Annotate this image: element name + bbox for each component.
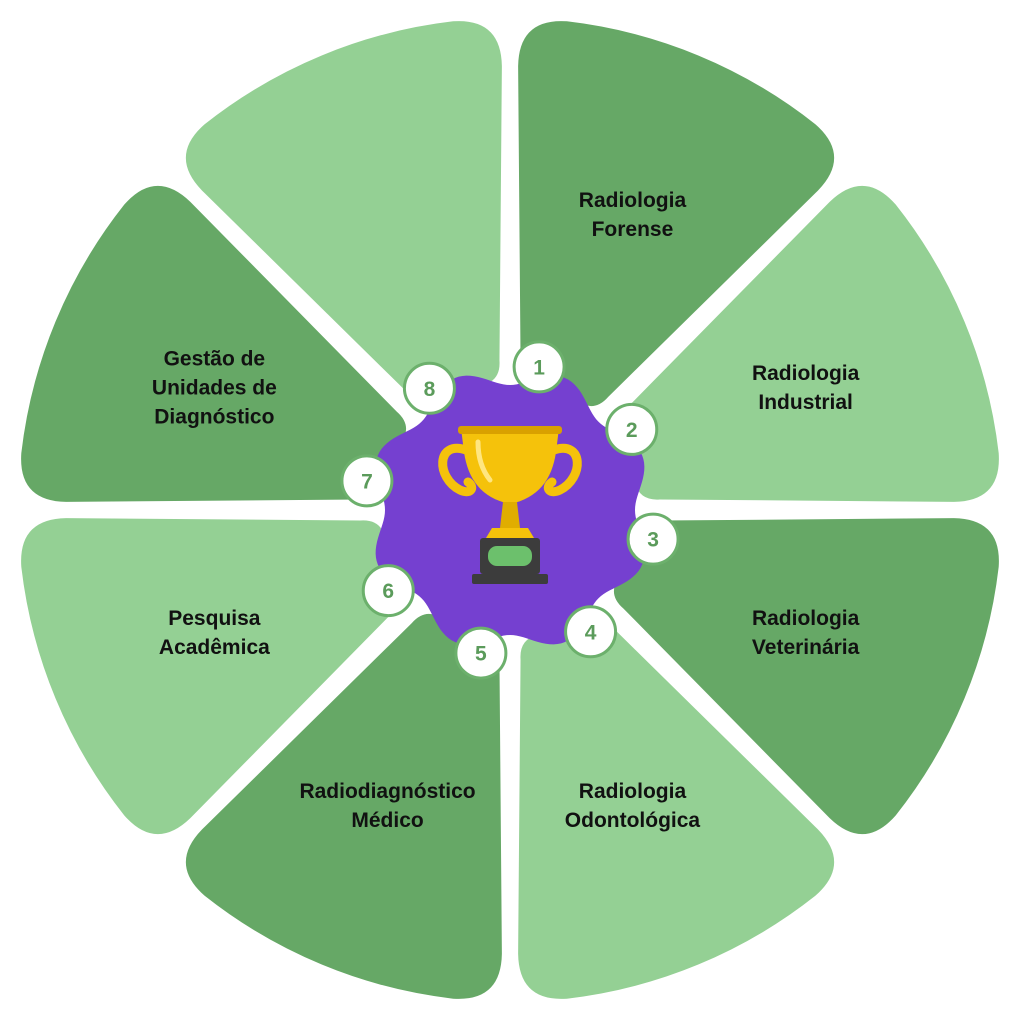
number-badge-5: 5	[454, 626, 508, 680]
segment-4-label-line: Radiologia	[579, 780, 687, 803]
segment-1	[518, 21, 835, 407]
number-badge-text: 3	[647, 529, 659, 552]
segment-3-label-line: Veterinária	[752, 636, 860, 659]
segment-3-label-line: Radiologia	[752, 607, 860, 630]
segment-3	[613, 518, 999, 835]
number-badge-text: 8	[424, 378, 436, 401]
segment-6-label-line: Pesquisa	[168, 607, 261, 630]
number-badge-text: 6	[382, 580, 394, 603]
number-badge-circle	[564, 605, 618, 659]
segment-2-label-line: Industrial	[758, 391, 853, 414]
number-badge-3: 3	[626, 512, 680, 566]
number-badge-7: 7	[340, 454, 394, 508]
trophy-icon	[438, 426, 582, 584]
number-badge-text: 7	[361, 470, 373, 493]
trophy-plaque	[488, 546, 532, 566]
number-badge-8: 8	[402, 361, 456, 415]
trophy-shine	[475, 439, 493, 483]
segment-5-label-line: Médico	[351, 809, 423, 832]
badges-layer: 1 2 3 4 5 6 7 8	[340, 340, 680, 680]
number-badge-circle	[402, 361, 456, 415]
number-badge-text: 4	[585, 621, 597, 644]
center-hub	[375, 375, 645, 645]
number-badge-circle	[605, 402, 659, 456]
number-badge-circle	[512, 340, 566, 394]
segment-4-label-line: Odontológica	[565, 809, 701, 832]
segment-6	[21, 518, 407, 835]
segment-7-label-line: Unidades de	[152, 377, 277, 400]
number-badge-1: 1	[512, 340, 566, 394]
segment-7	[21, 185, 407, 502]
segment-7-label-line: Gestão de	[164, 348, 266, 371]
number-badge-2: 2	[605, 402, 659, 456]
segment-7-label-line: Diagnóstico	[154, 406, 274, 429]
trophy-neck	[486, 528, 534, 538]
trophy-right-handle	[543, 443, 582, 497]
segment-2-label-line: Radiologia	[752, 362, 860, 385]
segment-5-label-line: Radiodiagnóstico	[299, 780, 475, 803]
labels-layer: RadiologiaForenseRadiologiaIndustrialRad…	[152, 189, 860, 832]
segment-5	[185, 613, 502, 999]
segment-1-label-line: Forense	[592, 218, 674, 241]
number-badge-circle	[361, 564, 415, 618]
segment-2	[613, 185, 999, 502]
number-badge-text: 5	[475, 643, 487, 666]
segment-8	[185, 21, 502, 407]
trophy-rim	[458, 426, 562, 434]
number-badge-circle	[454, 626, 508, 680]
segment-4	[518, 613, 835, 999]
number-badge-circle	[340, 454, 394, 508]
segment-6-label-line: Acadêmica	[159, 636, 270, 659]
number-badge-circle	[626, 512, 680, 566]
number-badge-text: 1	[533, 356, 545, 379]
segment-1-label-line: Radiologia	[579, 189, 687, 212]
trophy-stem	[500, 502, 520, 528]
segments-layer	[21, 21, 999, 999]
trophy-cup	[461, 428, 559, 504]
number-badge-text: 2	[626, 419, 638, 442]
number-badge-4: 4	[564, 605, 618, 659]
number-badge-6: 6	[361, 564, 415, 618]
trophy-left-handle	[438, 443, 477, 497]
trophy-pedestal	[472, 574, 548, 584]
